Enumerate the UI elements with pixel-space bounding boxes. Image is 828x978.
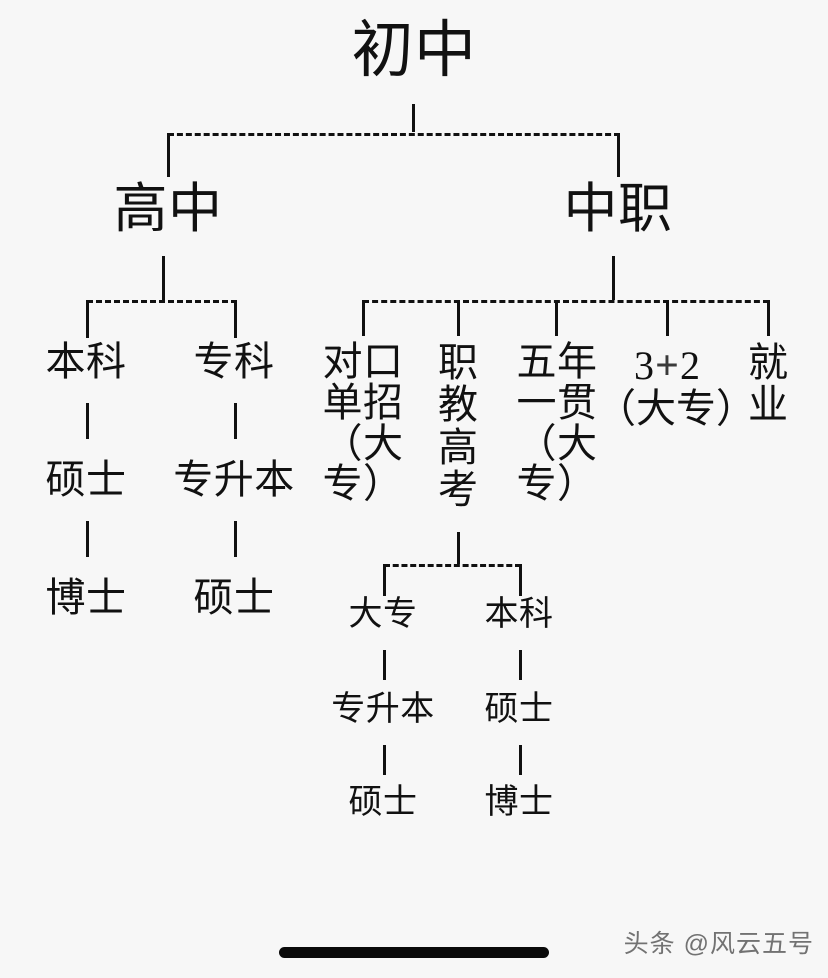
node-root-junior-high: 初中 <box>351 17 477 85</box>
node-wunian-yiguan: 五年 一贯 （大专） <box>516 339 598 507</box>
node-jiuye: 就 业 <box>748 340 788 428</box>
connector-drop-zhongzhi <box>617 133 620 177</box>
connector-drop-santwo <box>666 300 669 336</box>
connector-sub-benke-to-shuoshi <box>519 650 522 680</box>
connector-shuoshi-to-boshi <box>86 521 89 557</box>
connector-gaozhong-stem <box>162 256 165 300</box>
connector-drop-zhuanke <box>234 300 237 338</box>
connector-drop-duikou <box>362 300 365 336</box>
santwo-digit-3: 3 <box>634 343 655 388</box>
node-zhijiao-gaokao: 职 教 高 考 <box>438 340 478 513</box>
connector-gaozhong-horizontal <box>87 300 237 303</box>
connector-zhijiao-substem <box>457 532 460 564</box>
node-sub-dazhuan-zhuanshengben: 专升本 <box>331 691 435 728</box>
connector-zhuanshengben-to-shuoshi <box>234 521 237 557</box>
node-sub-dazhuan-shuoshi: 硕士 <box>348 784 418 821</box>
connector-drop-benke <box>86 300 89 338</box>
connector-drop-sub-dazhuan <box>383 564 386 596</box>
connector-drop-wunian <box>555 300 558 336</box>
node-zhuanke-shuoshi: 硕士 <box>193 575 275 620</box>
node-sub-benke-boshi: 博士 <box>484 784 554 821</box>
node-duikou-danzhao: 对口 单招 （大专） <box>322 339 404 507</box>
connector-root-stem <box>412 104 415 132</box>
connector-drop-zhijiao <box>457 300 460 336</box>
connector-zhongzhi-horizontal <box>363 300 769 303</box>
connector-sub-zhuanshengben-to-shuoshi <box>383 745 386 775</box>
node-benke: 本科 <box>45 339 127 384</box>
node-benke-boshi: 博士 <box>45 575 127 620</box>
watermark: 头条 @风云五号 <box>623 930 814 958</box>
node-zhuanke: 专科 <box>193 339 275 384</box>
connector-zhijiao-sub-horizontal <box>384 564 521 567</box>
node-benke-shuoshi: 硕士 <box>45 457 127 502</box>
node-san-jia-er-line1: 3+2 <box>596 344 738 388</box>
node-sub-dazhuan: 大专 <box>348 596 418 633</box>
home-indicator-bar[interactable] <box>279 947 549 958</box>
connector-zhongzhi-stem <box>612 256 615 300</box>
node-sub-benke-shuoshi: 硕士 <box>484 691 554 728</box>
connector-sub-dazhuan-to-zhuanshengben <box>383 650 386 680</box>
node-sub-benke: 本科 <box>484 596 554 633</box>
connector-zhuanke-to-zhuanshengben <box>234 403 237 439</box>
node-zhongzhi: 中职 <box>563 179 673 239</box>
node-zhuanke-zhuanshengben: 专升本 <box>173 457 295 502</box>
node-san-jia-er: 3+2 （大专） <box>596 344 756 432</box>
connector-root-horizontal <box>168 133 620 136</box>
node-gaozhong: 高中 <box>113 179 223 239</box>
plus-icon: + <box>655 343 679 389</box>
connector-drop-sub-benke <box>519 564 522 596</box>
connector-drop-jiuye <box>767 300 770 336</box>
santwo-digit-2: 2 <box>679 343 700 388</box>
connector-benke-to-shuoshi <box>86 403 89 439</box>
connector-sub-benke-shuoshi-to-boshi <box>519 745 522 775</box>
connector-drop-gaozhong <box>167 133 170 177</box>
node-san-jia-er-line2: （大专） <box>596 386 756 432</box>
